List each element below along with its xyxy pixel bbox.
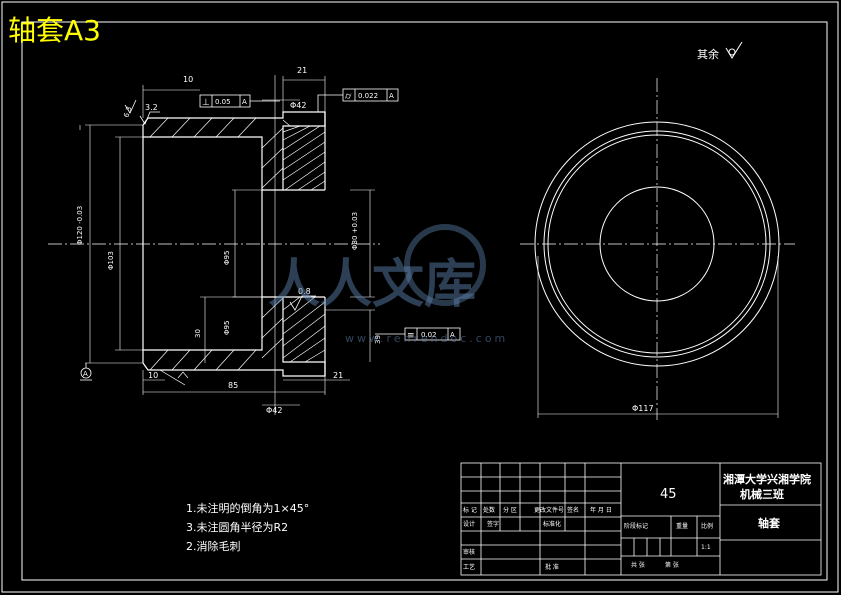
roughness-32: 3.2: [145, 103, 158, 112]
datum-icon: [80, 363, 92, 381]
tb-school-1: 湘潭大学兴湘学院: [723, 472, 811, 486]
dim-phi117: Φ117: [632, 404, 654, 413]
watermark-url: www.renrendoc.com: [345, 332, 508, 345]
end-view: [520, 78, 795, 420]
tb-stage: 阶段标记: [624, 522, 648, 530]
tb-scale: 1:1: [701, 544, 711, 551]
tb-material: 45: [660, 487, 677, 502]
watermark-text: 人人文库: [268, 255, 476, 315]
tb-row1-3: 更改文件号: [534, 506, 564, 514]
dim-mid2: Φ95: [223, 321, 231, 335]
section-outline: [142, 75, 326, 415]
tb-row1-4: 签名: [567, 506, 579, 514]
tb-part-name: 轴套: [758, 516, 781, 530]
dim-21-bottom: 21: [333, 371, 343, 380]
datum-label: A: [83, 370, 88, 378]
tb-row2-1: 签字: [487, 520, 499, 528]
tolerance-perp-val: 0.05: [215, 98, 231, 106]
tb-sheets: 共 张: [631, 561, 645, 569]
chamfer-leader: [159, 369, 189, 386]
tb-row2-2: 标准化: [543, 520, 561, 528]
tb-row1-0: 标 记: [463, 506, 477, 514]
roughness-63: 6.3: [122, 105, 133, 118]
dim-mid-phi: Φ95: [223, 251, 231, 265]
dim-10-bottom: 10: [148, 371, 158, 380]
section-hatch-top: [149, 117, 326, 191]
dim-left-outer: Φ120 -0.03: [76, 206, 84, 245]
tolerance-sym-val: 0.02: [421, 331, 437, 339]
tolerance-perp: [199, 94, 280, 108]
inner-frame: [21, 21, 828, 581]
tb-process: 工艺: [463, 563, 475, 571]
tb-row1-2: 分 区: [503, 506, 517, 514]
note-2: 3.未注圆角半径为R2: [186, 520, 288, 534]
page-title: 轴套A3: [8, 14, 101, 47]
roughness-08-icon: [289, 295, 316, 311]
tolerance-sym-sym: ≡: [407, 331, 415, 341]
dim-21-top: 21: [297, 66, 307, 75]
note-3: 2.消除毛刺: [186, 539, 241, 553]
roughness-63-icon: [124, 99, 137, 114]
roughness-symbol-icon: [725, 41, 743, 59]
dim-phi42-bottom: Φ42: [266, 406, 282, 415]
tb-row2-0: 设计: [463, 520, 475, 528]
tolerance-cyl-sym: ⌭: [345, 92, 352, 102]
tb-check: 审核: [463, 548, 475, 556]
tb-sheet: 第 张: [665, 561, 679, 569]
watermark-logo-icon: [404, 224, 486, 306]
tb-scale-label: 比例: [701, 522, 713, 530]
title-block-grid: [460, 462, 822, 576]
tolerance-cyl-ref: A: [389, 92, 394, 100]
section-hatch-bottom: [149, 296, 326, 371]
dim-30: 30: [194, 329, 202, 338]
tolerance-sym: [375, 327, 461, 341]
roughness-08: 0.8: [298, 287, 311, 296]
dim-phi42-top: Φ42: [290, 101, 306, 110]
tolerance-perp-ref: A: [242, 98, 247, 106]
note-1: 1.未注明的倒角为1×45°: [186, 501, 309, 515]
dim-85: 85: [228, 381, 238, 390]
dim-right-phi: Φ80 +0.03: [351, 212, 359, 250]
tolerance-cyl-val: 0.022: [358, 92, 378, 100]
tolerance-sym-ref: A: [450, 331, 455, 339]
surface-note: 其余: [697, 47, 719, 61]
dimension-lines: [79, 76, 375, 406]
tb-row1-5: 年 月 日: [590, 506, 612, 514]
tb-weight: 重量: [676, 522, 688, 530]
dim-10-top: 10: [183, 75, 193, 84]
tolerance-cyl: [317, 88, 399, 112]
tolerance-perp-sym: ⊥: [202, 98, 210, 108]
dim-left-inner: Φ103: [107, 251, 115, 270]
tb-row1-1: 处数: [483, 506, 495, 514]
tb-school-2: 机械三班: [740, 487, 784, 501]
dim-right-39: 39: [374, 335, 382, 344]
roughness-32-icon: [139, 111, 160, 125]
tb-approve: 批 准: [545, 563, 559, 571]
